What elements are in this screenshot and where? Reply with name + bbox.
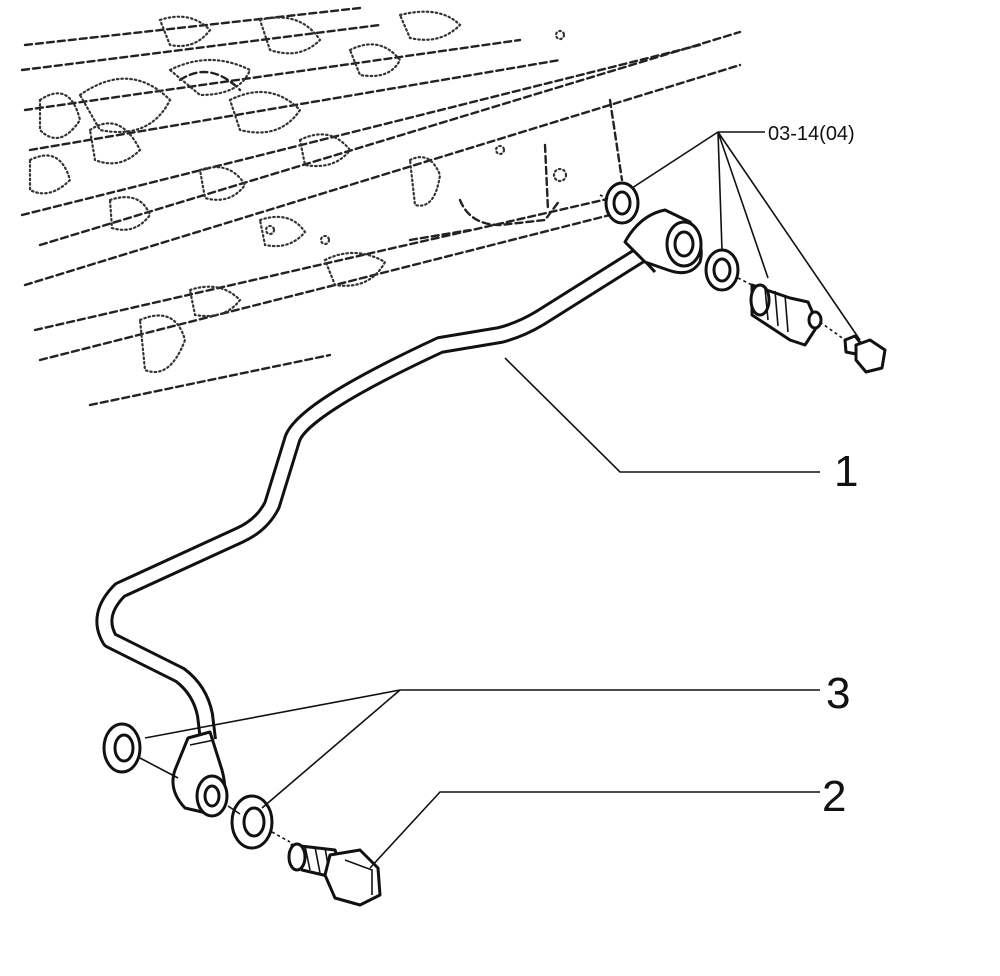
callout-2: 2 (822, 772, 847, 821)
assembly-axis-lines (139, 194, 846, 843)
upper-washer-left (604, 181, 640, 225)
lower-banjo-bolt (287, 842, 382, 907)
lower-banjo-fitting (171, 730, 229, 818)
fuel-pipe (95, 243, 657, 742)
lower-washer-left (102, 722, 142, 774)
bleed-screw (843, 334, 887, 374)
upper-banjo-bolt (749, 283, 823, 347)
leader-lines (144, 131, 861, 869)
callout-1: 1 (834, 447, 859, 496)
callout-3: 3 (826, 669, 851, 718)
reference-label: 03-14(04) (768, 123, 855, 145)
upper-banjo-fitting (623, 208, 703, 275)
lower-washer-right (230, 794, 274, 850)
upper-washer-right (704, 248, 740, 292)
engine-block-outline (20, 6, 742, 407)
